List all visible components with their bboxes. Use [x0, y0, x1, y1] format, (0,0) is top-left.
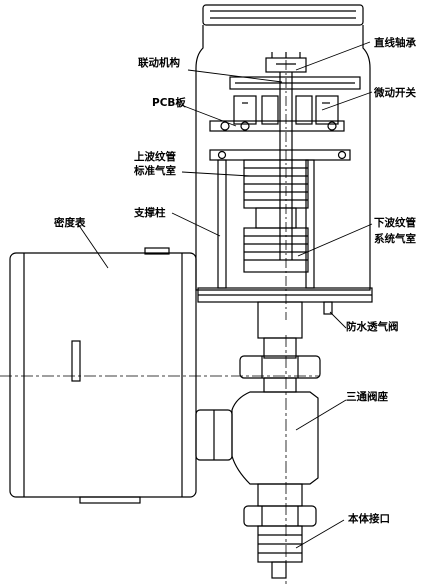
lower-thread-body [257, 483, 303, 507]
label-standard-gas-chamber: 标准气室 [133, 164, 176, 177]
pcb-board [209, 120, 345, 132]
label-body-connector: 本体接口 [348, 512, 390, 525]
central-shaft [279, 60, 293, 320]
label-system-gas-chamber: 系统气室 [374, 232, 416, 245]
support-columns [217, 159, 315, 289]
label-linear-bearing: 直线轴承 [374, 36, 416, 49]
label-support-column: 支撑柱 [133, 206, 166, 219]
micro-switch-block [233, 95, 339, 125]
bellows-spacer [255, 207, 297, 229]
linkage-plate [229, 76, 361, 90]
body-connector [257, 525, 303, 579]
label-micro-switch: 微动开关 [373, 86, 416, 99]
leader-lines [77, 41, 373, 549]
relay-housing [195, 25, 371, 291]
nut-neck [263, 377, 297, 393]
three-way-valve-seat [231, 391, 319, 485]
label-density-gauge: 密度表 [54, 216, 86, 229]
label-upper-bellows: 上波纹管 [134, 150, 176, 163]
lower-bellows [243, 227, 309, 273]
density-gauge [9, 247, 197, 504]
upper-bellows [243, 159, 309, 209]
label-lower-bellows: 下波纹管 [374, 216, 416, 229]
hex-nut-upper [239, 355, 321, 379]
labels: 直线轴承 联动机构 微动开关 PCB板 上波纹管 标准气室 支撑柱 下波纹管 系… [54, 36, 416, 525]
label-pcb-board: PCB板 [152, 96, 186, 109]
side-port [195, 409, 233, 461]
label-three-way-valve-seat: 三通阀座 [346, 390, 388, 403]
label-waterproof-vent-valve: 防水透气阀 [346, 320, 399, 333]
hex-nut-lower [243, 505, 317, 527]
connecting-pipe [257, 301, 303, 359]
top-cap [202, 4, 364, 26]
waterproof-vent-valve [323, 301, 333, 315]
label-linkage-mechanism: 联动机构 [138, 56, 180, 69]
